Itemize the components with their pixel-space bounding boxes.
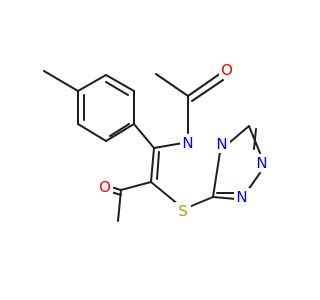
bond-c7-s <box>150 181 180 206</box>
bond-ar-5 <box>105 74 135 92</box>
atom-n-bridge: N <box>214 135 230 153</box>
bond-ar-inner-3 <box>105 81 129 96</box>
bond-c8a-n4 <box>212 151 221 198</box>
atom-s-ring: S <box>175 202 191 220</box>
bond-methyl <box>43 70 79 92</box>
atom-o-ketone-top: O <box>219 61 235 79</box>
bond-c7-ccarbonyl-left <box>120 181 152 191</box>
bond-co-top-1 <box>187 72 222 97</box>
atom-symbol-s: S <box>178 202 188 220</box>
bond-n2-n1 <box>247 172 261 191</box>
atom-n-ring: N <box>180 134 196 152</box>
atom-labels-layer: O O N N N N <box>97 61 270 220</box>
atom-n-triazole-a: N <box>254 154 270 172</box>
atom-symbol-n-ring: N <box>182 134 193 152</box>
bond-c3-n2-inner <box>253 128 257 150</box>
bond-c6-c7 <box>150 147 155 183</box>
bond-c6-n5 <box>153 142 184 149</box>
bond-methyl-left <box>117 189 122 222</box>
atom-n-triazole-b: N <box>234 188 250 206</box>
atom-symbol-o-top: O <box>221 61 233 79</box>
bond-n4-c3 <box>228 125 250 144</box>
atom-symbol-n-bridge: N <box>216 135 227 153</box>
atom-symbol-o-left: O <box>99 178 111 196</box>
atom-symbol-n-triazole-b: N <box>236 188 247 206</box>
bond-ar-inner-2 <box>109 123 130 137</box>
structure-canvas: O O N N N N <box>43 61 270 222</box>
molecule-diagram: O O N N N N <box>43 61 270 222</box>
bond-methyl-top <box>155 73 189 97</box>
bond-ar-3 <box>105 123 135 142</box>
atom-symbol-n-triazole-a: N <box>256 154 267 172</box>
bond-ar-6 <box>77 74 107 92</box>
bond-ar-2 <box>77 123 107 142</box>
bond-n1-c8a <box>212 196 237 200</box>
atom-o-ketone-left: O <box>97 178 113 196</box>
bond-aryl-c6 <box>133 123 155 149</box>
bond-c6-c7-inner <box>156 151 160 180</box>
bond-s-c8a <box>188 196 214 208</box>
bond-co-top-2 <box>191 79 224 102</box>
